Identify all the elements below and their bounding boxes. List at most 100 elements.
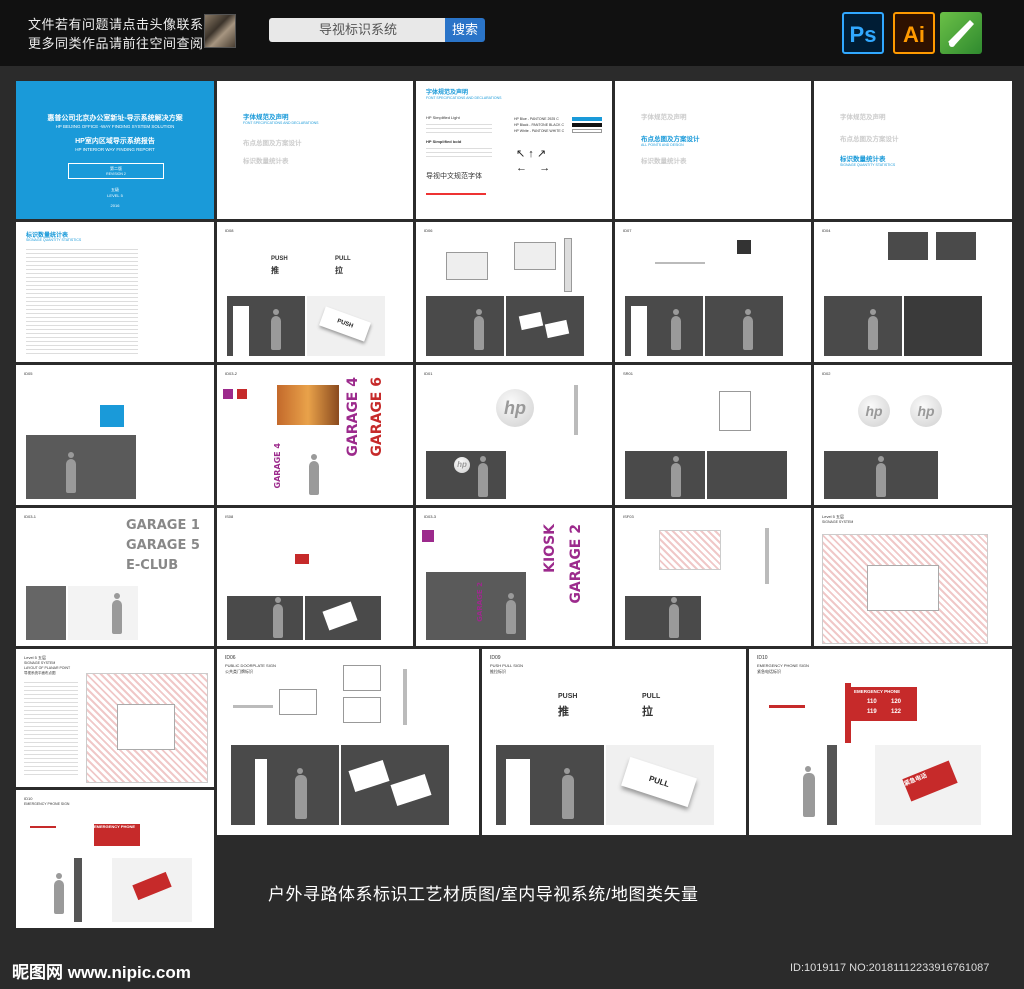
year: 2016 — [110, 203, 120, 208]
font-spec-page[interactable]: 字体规范及声明 FONT SPECIFICATIONS AND DECLARAT… — [416, 81, 612, 219]
column — [74, 858, 82, 922]
sign-page-p8[interactable]: SR01 — [615, 365, 811, 505]
notice-line-1: 文件若有问题请点击头像联系 — [28, 17, 204, 32]
level: 五级 — [111, 187, 119, 192]
person-figure — [54, 873, 64, 914]
toc3-item-3: 标识数量统计表 — [840, 156, 886, 163]
font-2: HP Simplified bold — [426, 139, 462, 144]
page-code: ID03-2 — [225, 371, 238, 376]
swatch-red — [237, 389, 247, 399]
sign-page-p9[interactable]: ID02 hp hp — [814, 365, 1012, 505]
toc-item-1-en: FONT SPECIFICATIONS AND DECLARATIONS — [243, 121, 319, 125]
search-input[interactable]: 导视标识系统 — [269, 18, 447, 42]
red-note — [426, 193, 486, 195]
search-bar: 导视标识系统 搜索 — [269, 18, 485, 42]
stats-subtitle: SIGNAGE QUANTITY STATISTICS — [26, 238, 82, 242]
toc-page-2[interactable]: 字体规范及声明 布点总图及方案设计 ALL POINTS AND DESIGN … — [615, 81, 811, 219]
sign-page-p5[interactable]: ID05 — [16, 365, 214, 505]
render-wall — [625, 451, 705, 499]
page-code: ID06 — [424, 228, 433, 233]
sign-page-p10[interactable]: ID03-1 GARAGE 1 GARAGE 5 E-CLUB — [16, 508, 214, 646]
hp-logo-small: hp — [454, 457, 470, 473]
garage-1-text: GARAGE 1 — [126, 518, 200, 533]
page-name-cn: 公共类门牌标识 — [225, 669, 253, 674]
page-name-cn: 推拉标识 — [490, 669, 506, 674]
garage-2-big: GARAGE 2 — [568, 524, 584, 604]
render-plates — [341, 745, 449, 825]
page-code: ID10 — [24, 796, 33, 801]
person-figure — [309, 454, 319, 495]
plate-3d — [322, 601, 358, 631]
page-code: ID07 — [623, 228, 632, 233]
sign-page-p7[interactable]: ID01 hp hp — [416, 365, 612, 505]
revision-box: 第二版 REVISION 2 — [68, 163, 164, 179]
sign-page-p2[interactable]: ID06 — [416, 222, 612, 362]
person-figure — [669, 597, 679, 638]
illustrator-icon: Ai — [893, 12, 935, 54]
kiosk-big: KIOSK — [542, 524, 558, 573]
sign-pole — [845, 683, 851, 743]
image-id: ID:1019117 NO:20181112233916761087 — [790, 962, 990, 974]
render-door — [496, 745, 604, 825]
sign-page-p1[interactable]: ID08 PUSH 推 PULL 拉 PUSH — [217, 222, 413, 362]
sign-page-p17[interactable]: ID09 PUSH PULL SIGN 推拉标识 PUSH 推 PULL 拉 P… — [482, 649, 746, 835]
garage-4-label: GARAGE 4 — [273, 443, 282, 489]
sign-page-p16[interactable]: ID06 PUBLIC DOORPLATE SIGN 公共类门牌标识 — [217, 649, 479, 835]
page-code: ID03-3 — [424, 514, 437, 519]
site-logo[interactable]: 昵图网 www.nipic.com — [12, 963, 191, 982]
cover-subtitle: HP室内区域导示系统报告 — [75, 138, 155, 145]
person-figure — [271, 309, 281, 350]
render-entrance — [824, 451, 938, 499]
toc3-item-2: 布点总图及方案设计 — [840, 136, 899, 143]
page-name: EMERGENCY PHONE SIGN — [757, 663, 809, 668]
toc-page-1[interactable]: 字体规范及声明 FONT SPECIFICATIONS AND DECLARAT… — [217, 81, 413, 219]
sign-page-p3[interactable]: ID07 — [615, 222, 811, 362]
page-code: ID04 — [822, 228, 831, 233]
plate-3d — [348, 759, 390, 793]
sign-top-view — [30, 826, 56, 828]
sign-page-p13[interactable]: ISF03 — [615, 508, 811, 646]
sign-page-p4[interactable]: ID04 — [814, 222, 1012, 362]
cover-subtitle-en: HP INTERIOR WAY FINDING REPORT — [75, 147, 155, 152]
page-code: SR01 — [623, 371, 634, 376]
person-figure — [506, 593, 516, 634]
avatar[interactable] — [204, 14, 236, 48]
person-figure — [474, 309, 484, 350]
render-wall — [26, 435, 136, 499]
person-figure — [671, 456, 681, 497]
side-view — [574, 385, 578, 435]
person-figure — [876, 456, 886, 497]
person-figure — [66, 452, 76, 493]
stats-page[interactable]: 标识数量统计表 SIGNAGE QUANTITY STATISTICS — [16, 222, 214, 362]
color-1: HP Blue - PANTONE 2925 C — [514, 117, 559, 121]
toc3-item-3-en: SIGNAGE QUANTITY STATISTICS — [840, 163, 896, 167]
pull-cn-label: 拉 — [642, 706, 653, 718]
sign-page-p19[interactable]: ID10 EMERGENCY PHONE SIGN EMERGENCY PHON… — [16, 790, 214, 928]
floor-plan — [822, 534, 988, 644]
page-code: ID05 — [24, 371, 33, 376]
garage-2-small: GARAGE 2 — [476, 582, 484, 622]
sign-page-p11[interactable]: IS08 — [217, 508, 413, 646]
toc-page-3[interactable]: 字体规范及声明 布点总图及方案设计 标识数量统计表 SIGNAGE QUANTI… — [814, 81, 1012, 219]
phone-122: 122 — [891, 709, 902, 715]
font-page-subtitle: FONT SPECIFICATIONS AND DECLARATIONS — [426, 96, 502, 100]
sign-page-p6[interactable]: ID03-2 GARAGE 4 GARAGE 4 GARAGE 6 — [217, 365, 413, 505]
plate-3d — [390, 773, 432, 807]
sign-page-p18[interactable]: ID10 EMERGENCY PHONE SIGN 紧急电话标识 EMERGEN… — [749, 649, 1012, 835]
sign-page-p12[interactable]: ID03-3 GARAGE 2 KIOSK GARAGE 2 — [416, 508, 612, 646]
render-sign — [707, 451, 787, 499]
page-code: ID02 — [822, 371, 831, 376]
wall-sign-drawing — [719, 391, 751, 431]
layout-page-p15[interactable]: Level 5 五层 SIGNAGE SYSTEM LAYOUT OF PLAN… — [16, 649, 214, 787]
cn-font: 导视中文规范字体 — [426, 173, 482, 180]
toc-item-2: 布点总图及方案设计 — [243, 140, 302, 147]
revision: 第二版 — [110, 166, 122, 171]
garage-5-text: GARAGE 5 — [126, 538, 200, 553]
door — [631, 306, 647, 356]
sign-top-view — [769, 705, 805, 708]
layout-page-p14[interactable]: Level 5 五层 SIGNAGE SYSTEM — [814, 508, 1012, 646]
page-code: ID06 — [225, 655, 236, 661]
column — [827, 745, 837, 825]
cover-page[interactable]: 惠普公司北京办公室新址-导示系统解决方案 HP BEIJING OFFICE -… — [16, 81, 214, 219]
search-button[interactable]: 搜索 — [445, 18, 485, 42]
